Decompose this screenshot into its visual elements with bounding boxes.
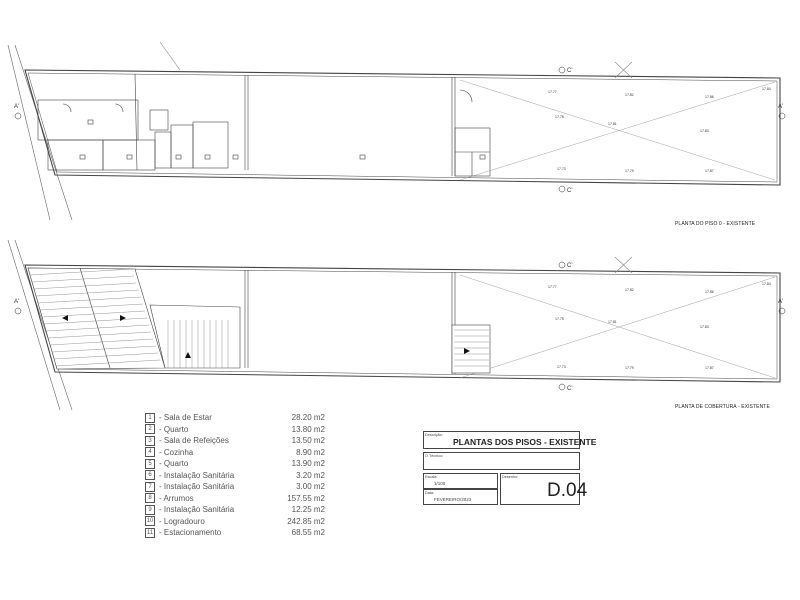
legend-room-name: - Estacionamento (159, 528, 222, 538)
title-block: Descrição: PLANTAS DOS PISOS - EXISTENTE… (417, 431, 596, 531)
section-marks-roof (14, 261, 786, 391)
legend-room-name: - Arrumos (159, 493, 194, 503)
legend-number: 9 (145, 504, 155, 515)
legend-room-name: - Sala de Estar (159, 413, 212, 423)
date-box (423, 489, 498, 505)
plan-title-ground: PLANTA DO PISO 0 - EXISTENTE (675, 221, 756, 227)
roof-plan (7, 239, 781, 411)
ground-floor-plan (7, 41, 781, 221)
scale-box (423, 473, 498, 489)
legend-number: 8 (145, 493, 155, 504)
legend-number: 10 (145, 516, 155, 527)
legend-number: 6 (145, 470, 155, 481)
legend-area: 13.90 m2 (291, 459, 325, 469)
legend-row: 3 - Sala de Refeições 13.50 m2 (145, 435, 325, 447)
scale-value: 1/100 (434, 481, 446, 486)
room-legend: 1 - Sala de Estar 28.20 m2 2 - Quarto 13.80 … (145, 412, 325, 539)
level-mid-3: 17.83 (700, 129, 709, 133)
level-bottom-2b: 17.79 (625, 366, 634, 370)
level-top-3: 17.86 (705, 95, 714, 99)
legend-number: 4 (145, 447, 155, 458)
legend-area: 3.20 m2 (296, 470, 325, 480)
section-c-bottom-1: C' (567, 188, 572, 194)
legend-row: 2 - Quarto 13.80 m2 (145, 424, 325, 436)
level-top-1: 17.77 (548, 90, 557, 94)
level-top-2b: 17.82 (625, 288, 634, 292)
description-box (423, 431, 580, 449)
legend-area: 68.55 m2 (291, 528, 325, 538)
legend-area: 12.25 m2 (291, 505, 325, 515)
level-bottom-3b: 17.87 (705, 366, 714, 370)
legend-room-name: - Instalação Sanitária (159, 470, 235, 480)
drawing-description: PLANTAS DOS PISOS - EXISTENTE (453, 437, 597, 447)
level-top-4b: 17.84 (762, 282, 771, 286)
legend-area: 157.55 m2 (287, 493, 325, 503)
legend-room-name: - Cozinha (159, 447, 194, 457)
legend-number: 7 (145, 481, 155, 492)
level-top-4: 17.84 (762, 87, 771, 91)
technician-box (423, 452, 580, 470)
legend-area: 13.50 m2 (291, 436, 325, 446)
legend-row: 4 - Cozinha 8.90 m2 (145, 447, 325, 459)
section-c-top-1: C' (567, 68, 572, 74)
legend-room-name: - Sala de Refeições (159, 436, 229, 446)
plan-title-roof: PLANTA DE COBERTURA - EXISTENTE (675, 404, 770, 410)
legend-row: 7 - Instalação Sanitária 3.00 m2 (145, 481, 325, 493)
slope-arrows (62, 315, 470, 358)
drawing-label: Desenho: (502, 475, 519, 479)
section-a-right-1: A' (778, 104, 783, 110)
legend-row: 11 - Estacionamento 68.55 m2 (145, 527, 325, 539)
legend-row: 5 - Quarto 13.90 m2 (145, 458, 325, 470)
legend-room-name: - Logradouro (159, 516, 205, 526)
legend-row: 6 - Instalação Sanitária 3.20 m2 (145, 470, 325, 482)
level-mid-3b: 17.83 (700, 325, 709, 329)
section-c-top-2: C' (567, 263, 572, 269)
technician-label: O Técnico: (425, 454, 444, 458)
section-a-left-1: A' (14, 104, 19, 110)
drawing-number-box (500, 473, 580, 505)
legend-row: 8 - Arrumos 157.55 m2 (145, 493, 325, 505)
legend-number: 11 (145, 527, 155, 538)
legend-row: 10 - Logradouro 242.85 m2 (145, 516, 325, 528)
legend-area: 28.20 m2 (291, 413, 325, 423)
date-label: Data: (425, 491, 435, 495)
level-top-2: 17.82 (625, 93, 634, 97)
level-mid-2: 17.81 (608, 122, 617, 126)
legend-row: 1 - Sala de Estar 28.20 m2 (145, 412, 325, 424)
level-mid-1: 17.75 (555, 115, 564, 119)
legend-number: 3 (145, 435, 155, 446)
legend-number: 1 (145, 412, 155, 423)
scale-label: Escala: (425, 475, 438, 479)
level-mid-1b: 17.75 (555, 317, 564, 321)
legend-area: 13.80 m2 (291, 424, 325, 434)
date-value: FEVEREIRO/2023 (434, 497, 472, 502)
legend-number: 2 (145, 424, 155, 435)
legend-room-name: - Instalação Sanitária (159, 482, 235, 492)
legend-area: 242.85 m2 (287, 516, 325, 526)
level-bottom-1b: 17.73 (557, 365, 566, 369)
legend-room-name: - Quarto (159, 424, 189, 434)
legend-room-name: - Instalação Sanitária (159, 505, 235, 515)
roof-hatch (29, 268, 489, 368)
level-top-3b: 17.86 (705, 290, 714, 294)
level-mid-2b: 17.81 (608, 320, 617, 324)
level-top-1b: 17.77 (548, 285, 557, 289)
section-a-right-2: A' (778, 299, 783, 305)
legend-row: 9 - Instalação Sanitária 12.25 m2 (145, 504, 325, 516)
level-bottom-1: 17.73 (557, 167, 566, 171)
description-label: Descrição: (425, 433, 443, 437)
legend-area: 3.00 m2 (296, 482, 325, 492)
section-a-left-2: A' (14, 299, 19, 305)
legend-area: 8.90 m2 (296, 447, 325, 457)
level-bottom-3: 17.87 (705, 169, 714, 173)
legend-room-name: - Quarto (159, 459, 189, 469)
section-c-bottom-2: C' (567, 386, 572, 392)
legend-number: 5 (145, 458, 155, 469)
section-marks-ground (14, 66, 786, 193)
drawing-number: D.04 (547, 480, 588, 501)
level-bottom-2: 17.79 (625, 169, 634, 173)
